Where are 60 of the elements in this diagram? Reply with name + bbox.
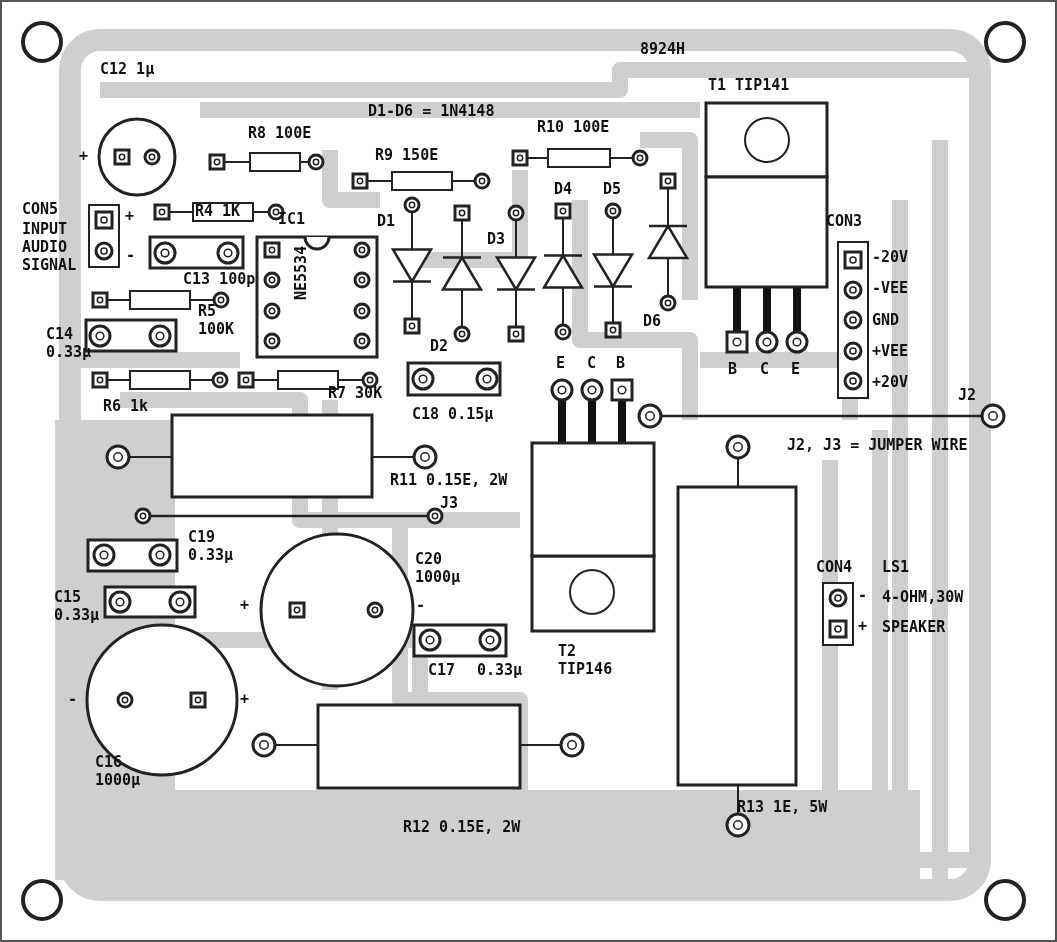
pin-label: +VEE <box>872 342 909 360</box>
polarity-mark: - <box>126 246 136 264</box>
jumper-label: J2 <box>958 386 977 404</box>
component-label: C20 1000µ <box>415 550 462 586</box>
pin-label: B <box>728 360 738 378</box>
component-label: R4 1K <box>195 202 241 220</box>
pin-label: C <box>587 354 597 372</box>
component-label: D4 <box>554 180 573 198</box>
component-label: INPUT AUDIO SIGNAL <box>22 220 78 274</box>
component-label: R7 30K <box>328 384 383 402</box>
polarity-mark: - <box>68 690 78 708</box>
polarity-mark: - <box>858 586 868 604</box>
component-label: R5 100K <box>198 302 236 338</box>
component-label: C13 100p <box>183 270 256 288</box>
component-label: D5 <box>603 180 622 198</box>
component-label: C19 0.33µ <box>188 528 235 564</box>
component-label: C12 1µ <box>100 60 155 78</box>
component-label: R11 0.15E, 2W <box>390 471 508 489</box>
component-label: R12 0.15E, 2W <box>403 818 521 836</box>
board-code: 8924H <box>640 40 686 58</box>
component-label: D3 <box>487 230 506 248</box>
component-label: D1 <box>377 212 396 230</box>
component-label: C18 0.15µ <box>412 405 494 423</box>
component-label: D2 <box>430 337 449 355</box>
pin-label: -VEE <box>872 279 909 297</box>
component-label: T1 TIP141 <box>708 76 790 94</box>
component-label: C16 1000µ <box>95 753 142 789</box>
component-label: C14 0.33µ <box>46 325 93 361</box>
component-label: CON4 <box>816 558 853 576</box>
polarity-mark: + <box>125 207 135 225</box>
pin-label: -20V <box>872 248 909 266</box>
component-label: R6 1k <box>103 397 149 415</box>
component-label: IC1 <box>278 210 306 228</box>
component-label: NE5534 <box>292 245 310 300</box>
note-text: D1-D6 = 1N4148 <box>368 102 495 120</box>
pin-label: GND <box>872 311 900 329</box>
component-label: 0.33µ <box>477 661 523 679</box>
polarity-mark: + <box>79 147 89 165</box>
polarity-mark: + <box>858 617 868 635</box>
pin-label: C <box>760 360 770 378</box>
component-label: D6 <box>643 312 662 330</box>
pin-label: E <box>556 354 566 372</box>
pin-label: +20V <box>872 373 909 391</box>
component-label: C15 0.33µ <box>54 588 101 624</box>
component-label: R8 100E <box>248 124 312 142</box>
component-label: C17 <box>428 661 456 679</box>
component-label: T2 TIP146 <box>558 642 614 678</box>
component-label: SPEAKER <box>882 618 946 636</box>
note-text: J2, J3 = JUMPER WIRE <box>787 436 968 454</box>
polarity-mark: + <box>240 596 250 614</box>
component-label: CON5 <box>22 200 59 218</box>
pin-label: B <box>616 354 626 372</box>
component-label: R10 100E <box>537 118 610 136</box>
component-label: R9 150E <box>375 146 439 164</box>
jumper-label: J3 <box>440 494 459 512</box>
pin-label: E <box>791 360 801 378</box>
polarity-mark: - <box>416 596 426 614</box>
component-label: LS1 <box>882 558 910 576</box>
polarity-mark: + <box>240 690 250 708</box>
component-label: 4-OHM,30W <box>882 588 964 606</box>
